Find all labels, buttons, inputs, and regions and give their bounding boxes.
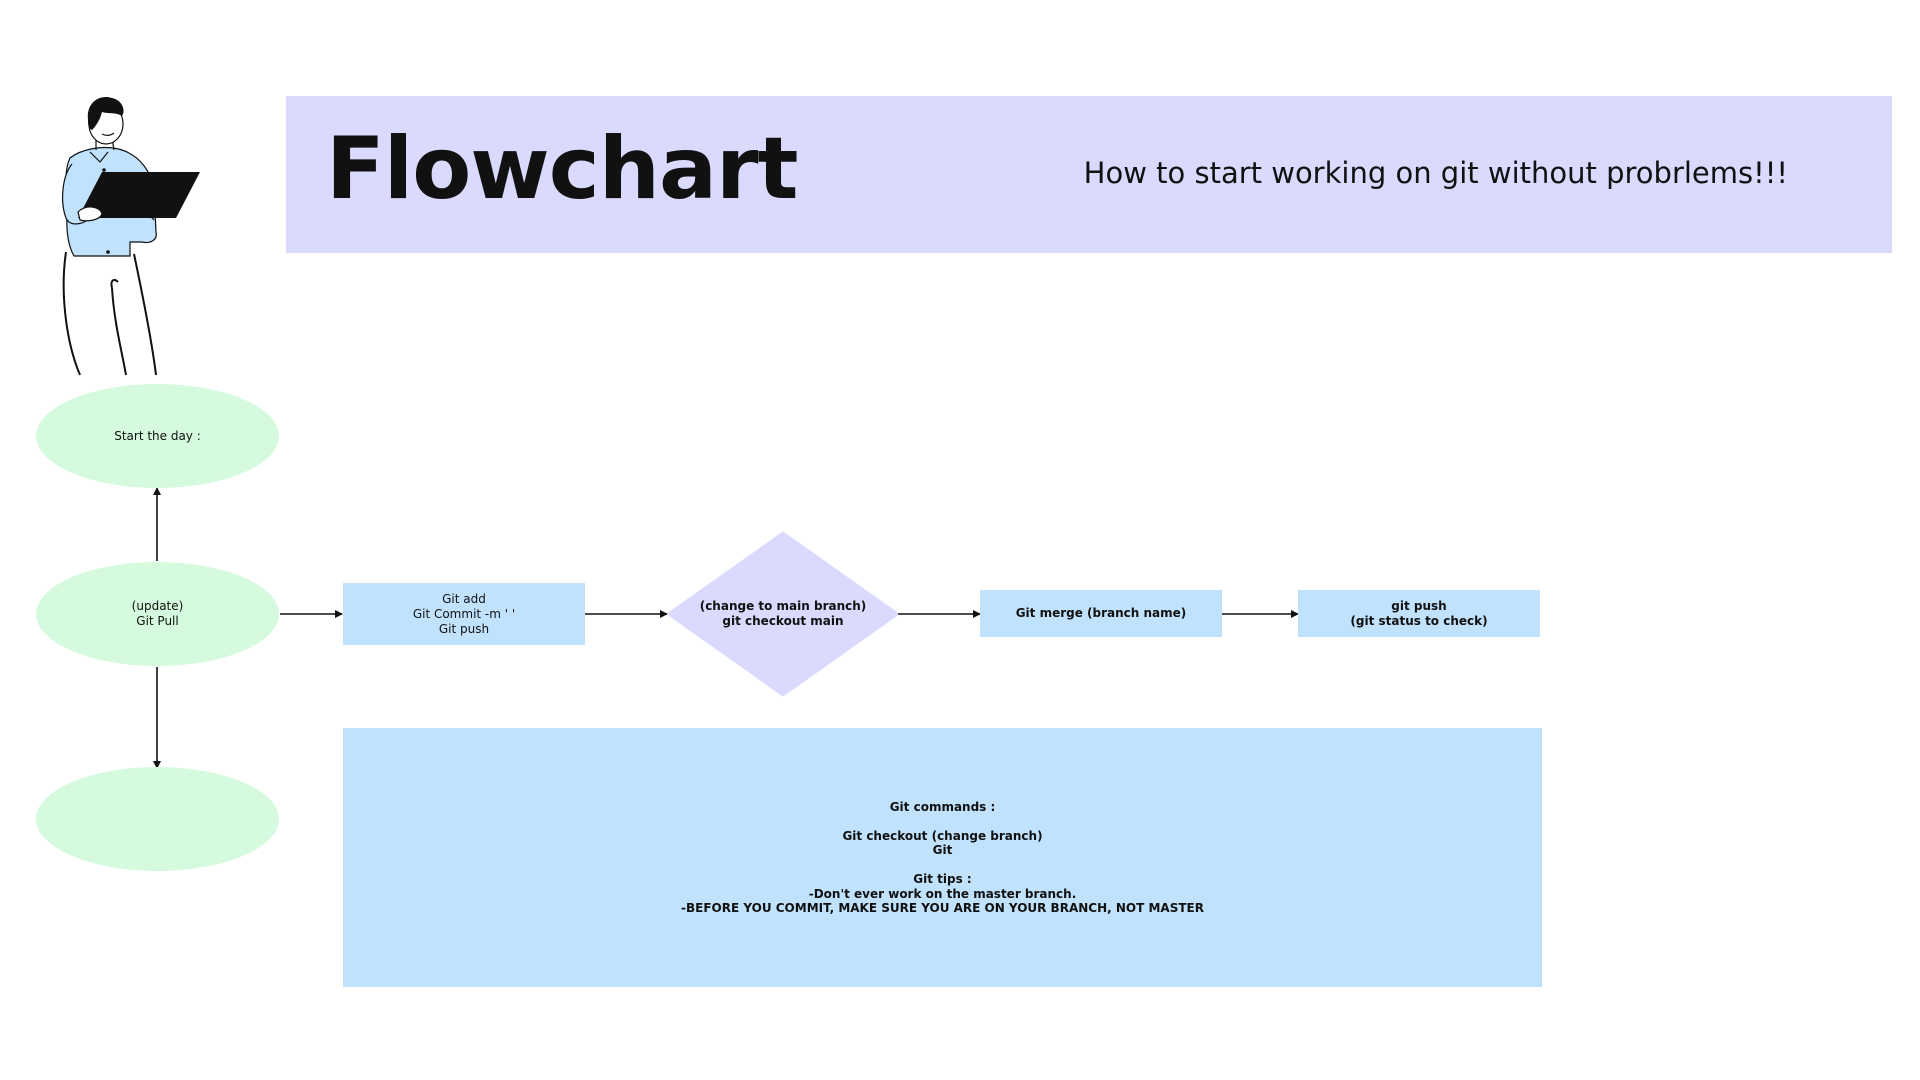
header-banner: Flowchart How to start working on git wi… — [286, 96, 1892, 253]
git-push-node: git push (git status to check) — [1298, 590, 1540, 637]
git-pull-node: (update) Git Pull — [36, 562, 279, 666]
page-subtitle: How to start working on git without prob… — [1083, 156, 1788, 190]
end-node — [36, 767, 279, 871]
person-with-laptop-illustration — [62, 96, 200, 376]
git-merge-node: Git merge (branch name) — [980, 590, 1222, 637]
page-title: Flowchart — [326, 119, 799, 219]
decision-diamond-shape — [668, 531, 898, 697]
checkout-main-node: (change to main branch) git checkout mai… — [699, 599, 867, 628]
git-commit-node: Git add Git Commit -m ' ' Git push — [343, 583, 585, 645]
start-the-day-node: Start the day : — [36, 384, 279, 488]
git-notes-panel: Git commands : Git checkout (change bran… — [343, 728, 1542, 987]
